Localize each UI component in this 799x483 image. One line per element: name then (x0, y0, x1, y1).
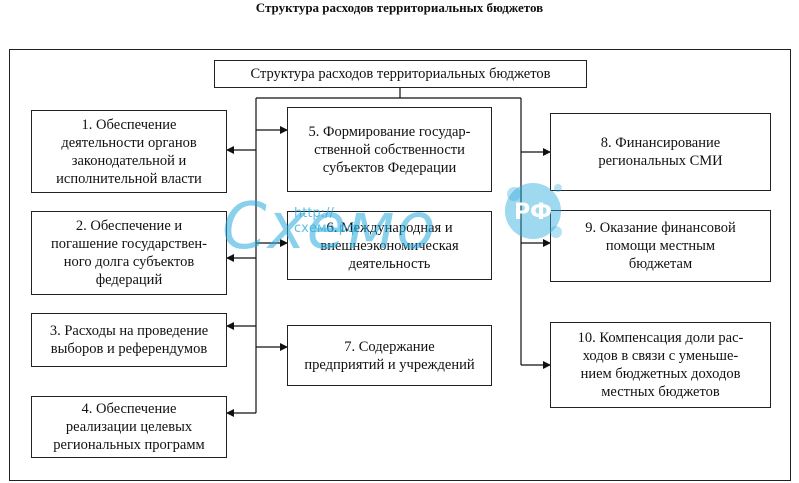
item-3-label: 3. Расходы на проведение выборов и рефер… (49, 323, 209, 357)
item-5-label: 5. Формирование государ- ственной собств… (308, 123, 471, 176)
root-box: Структура расходов территориальных бюдже… (214, 60, 587, 88)
box-item-7: 7. Содержание предприятий и учреждений (287, 325, 492, 386)
box-item-3: 3. Расходы на проведение выборов и рефер… (31, 313, 227, 367)
root-label: Структура расходов территориальных бюдже… (250, 66, 551, 82)
item-4-label: 4. Обеспечение реализации целевых регион… (53, 401, 205, 453)
item-1-label: 1. Обеспечение деятельности органов зако… (56, 116, 202, 187)
item-8-label: 8. Финансирование региональных СМИ (598, 135, 723, 169)
box-item-8: 8. Финансирование региональных СМИ (550, 113, 771, 191)
item-10-label: 10. Компенсация доли рас- ходов в связи … (577, 330, 744, 400)
page-title: Структура расходов территориальных бюдже… (255, 0, 544, 15)
box-item-1: 1. Обеспечение деятельности органов зако… (31, 110, 227, 193)
item-6-label: 6. Международная и внешнеэкономическая д… (320, 219, 459, 272)
box-item-9: 9. Оказание финансовой помощи местным бю… (550, 210, 771, 282)
item-9-label: 9. Оказание финансовой помощи местным бю… (585, 220, 736, 272)
item-2-label: 2. Обеспечение и погашение государствен-… (51, 218, 207, 288)
box-item-6: 6. Международная и внешнеэкономическая д… (287, 211, 492, 280)
box-item-10: 10. Компенсация доли рас- ходов в связи … (550, 322, 771, 408)
box-item-5: 5. Формирование государ- ственной собств… (287, 107, 492, 192)
box-item-2: 2. Обеспечение и погашение государствен-… (31, 211, 227, 295)
box-item-4: 4. Обеспечение реализации целевых регион… (31, 396, 227, 458)
diagram-frame (9, 49, 791, 481)
item-7-label: 7. Содержание предприятий и учреждений (304, 338, 475, 373)
